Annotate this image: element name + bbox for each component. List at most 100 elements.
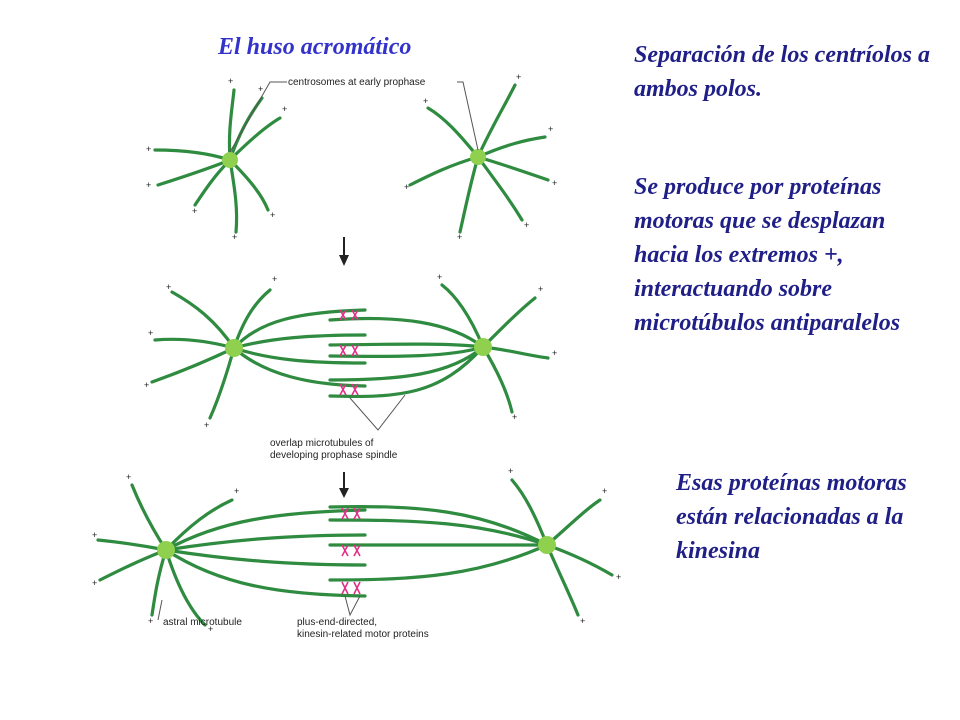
plus-end-marker: + [148, 328, 153, 338]
plus-end-marker: + [234, 486, 239, 496]
plus-end-marker: + [516, 72, 521, 82]
plus-end-marker: + [404, 182, 409, 192]
centrosome-right [538, 536, 556, 554]
microtubule [164, 533, 367, 552]
microtubule [98, 548, 168, 582]
microtubule [328, 345, 485, 382]
microtubule [440, 283, 485, 349]
microtubule [476, 155, 524, 222]
microtubule [232, 308, 367, 350]
microtubule [153, 337, 236, 350]
microtubule [481, 345, 550, 360]
label-overlap-line2: developing prophase spindle [270, 450, 398, 461]
centrosome-right [470, 149, 486, 165]
plus-end-marker: + [457, 232, 462, 242]
plus-end-marker: + [228, 76, 233, 86]
centrosome-left [157, 541, 175, 559]
microtubule [328, 543, 549, 582]
motor-proteins [341, 507, 361, 595]
microtubule [228, 96, 264, 162]
leader-line [344, 595, 361, 617]
paragraph-kinesin: Esas proteínas motoras están relacionada… [676, 470, 907, 564]
plus-end-marker: + [270, 210, 275, 220]
microtubule [164, 548, 207, 627]
leader-line [229, 81, 287, 153]
microtubule [481, 296, 537, 349]
label-motor-line2: kinesin-related motor proteins [297, 629, 429, 640]
microtubule [328, 345, 485, 359]
plus-end-marker: + [512, 412, 517, 422]
microtubule [328, 345, 485, 399]
plus-end-marker: + [272, 274, 277, 284]
stage-prophase-spindle: overlap microtubules of developing proph… [150, 283, 550, 461]
leader-line [157, 599, 163, 621]
plus-end-marker: + [192, 206, 197, 216]
plus-end-marker: + [146, 180, 151, 190]
microtubule [170, 290, 236, 350]
label-centrosomes: centrosomes at early prophase [288, 77, 426, 88]
microtubule [328, 505, 549, 547]
microtubule [150, 346, 236, 384]
plus-end-marker: + [146, 144, 151, 154]
plus-end-marker: + [282, 104, 287, 114]
microtubule [164, 498, 234, 552]
plus-end-marker: + [524, 220, 529, 230]
microtubule [476, 155, 550, 182]
microtubule [164, 508, 367, 552]
centrosome-right [474, 338, 492, 356]
plus-end-marker: + [423, 96, 428, 106]
microtubule [150, 548, 168, 617]
plus-end-marker: + [552, 348, 557, 358]
label-motor-line1: plus-end-directed, [297, 617, 377, 628]
label-overlap-line1: overlap microtubules of [270, 438, 374, 449]
plus-end-marker: + [508, 466, 513, 476]
microtubule [545, 498, 602, 547]
stage-spindle-elongation: astral microtubule plus-end-directed, ki… [96, 478, 614, 640]
plus-end-marker: + [166, 282, 171, 292]
microtubule [130, 483, 168, 552]
microtubule [232, 288, 272, 350]
plus-end-marker: + [204, 420, 209, 430]
plus-end-marker: + [548, 124, 553, 134]
paragraph-motor-proteins: Se produce por proteínas motoras que se … [634, 174, 901, 336]
microtubule [228, 158, 239, 234]
centrosome-left [225, 339, 243, 357]
leader-line [457, 81, 479, 151]
stage-early-prophase: centrosomes at early prophase [153, 77, 550, 234]
arrow-down-icon [339, 237, 349, 266]
plus-end-marker: + [208, 624, 213, 634]
leader-line [349, 394, 406, 431]
plus-end-marker: + [92, 530, 97, 540]
centrosome-left [222, 152, 238, 168]
microtubule [232, 346, 367, 365]
microtubule [328, 342, 485, 349]
microtubule [481, 345, 514, 414]
plus-end-markers: ++++++++++++++++++++++++++++++++++ [92, 72, 621, 634]
plus-end-marker: + [580, 616, 585, 626]
plus-end-marker: + [437, 272, 442, 282]
slide-title: El huso acromático [218, 34, 412, 60]
plus-end-marker: + [148, 616, 153, 626]
microtubule [153, 148, 232, 162]
microtubule [476, 83, 517, 159]
plus-end-marker: + [616, 572, 621, 582]
microtubule [96, 538, 168, 552]
microtubule [227, 88, 236, 162]
plus-end-marker: + [92, 578, 97, 588]
microtubule [164, 548, 367, 567]
label-astral-microtubule: astral microtubule [163, 617, 242, 628]
microtubule [232, 333, 367, 350]
microtubule [476, 135, 547, 159]
microtubule [408, 155, 480, 187]
plus-end-marker: + [538, 284, 543, 294]
microtubule [232, 346, 367, 388]
microtubule [328, 518, 549, 547]
plus-end-marker: + [552, 178, 557, 188]
microtubule [164, 548, 367, 598]
plus-end-marker: + [144, 380, 149, 390]
plus-end-marker: + [232, 232, 237, 242]
plus-end-marker: + [602, 486, 607, 496]
microtubule [458, 155, 480, 234]
